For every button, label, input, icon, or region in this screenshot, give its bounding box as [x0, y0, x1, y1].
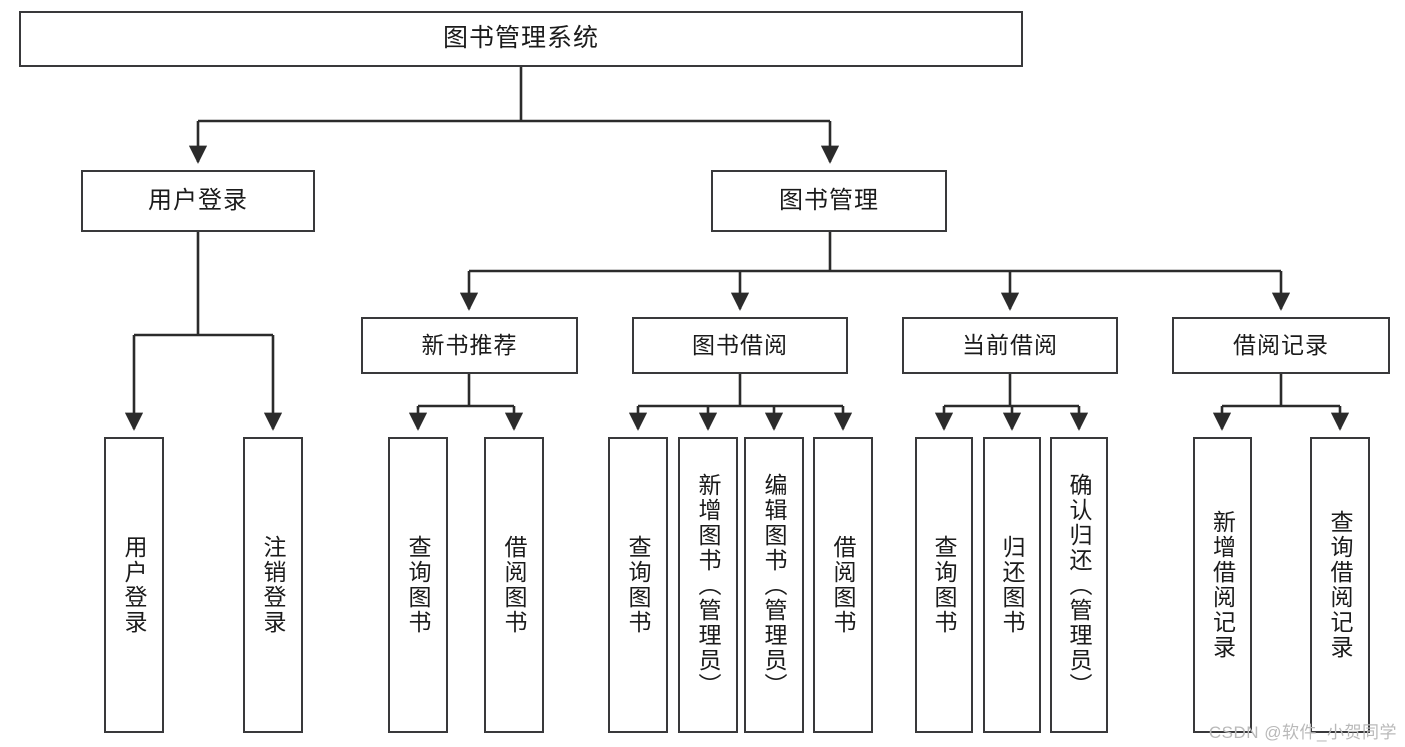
node-borrow-record-label: 借阅记录: [1233, 331, 1329, 358]
node-book-borrow[interactable]: 图书借阅: [632, 317, 848, 374]
node-leaf-confirm-return-label: 确认归还（管理员）: [1066, 472, 1093, 698]
node-leaf-borrow-book-1[interactable]: 借阅图书: [484, 437, 544, 733]
node-leaf-query-book-3[interactable]: 查询图书: [915, 437, 973, 733]
node-book-manage[interactable]: 图书管理: [711, 170, 947, 232]
node-leaf-edit-book-label: 编辑图书（管理员）: [761, 472, 788, 698]
node-root-label: 图书管理系统: [442, 24, 599, 53]
node-leaf-borrow-book-2-label: 借阅图书: [830, 535, 857, 635]
watermark-text: CSDN @软件_小贺同学: [1208, 723, 1397, 742]
node-new-book-rec[interactable]: 新书推荐: [361, 317, 578, 374]
node-leaf-query-book-1[interactable]: 查询图书: [388, 437, 448, 733]
node-user-login[interactable]: 用户登录: [81, 170, 315, 232]
node-user-login-label: 用户登录: [148, 186, 248, 214]
node-leaf-return-book[interactable]: 归还图书: [983, 437, 1041, 733]
node-leaf-confirm-return[interactable]: 确认归还（管理员）: [1050, 437, 1108, 733]
node-root-system[interactable]: 图书管理系统: [19, 11, 1023, 67]
node-leaf-query-book-1-label: 查询图书: [405, 535, 432, 635]
node-current-borrow[interactable]: 当前借阅: [902, 317, 1118, 374]
node-new-book-rec-label: 新书推荐: [421, 331, 518, 358]
node-leaf-borrow-book-1-label: 借阅图书: [501, 535, 528, 635]
node-book-manage-label: 图书管理: [779, 186, 879, 214]
node-leaf-query-book-2[interactable]: 查询图书: [608, 437, 668, 733]
node-leaf-logout[interactable]: 注销登录: [243, 437, 303, 733]
node-borrow-record[interactable]: 借阅记录: [1172, 317, 1390, 374]
node-leaf-add-record-label: 新增借阅记录: [1209, 510, 1236, 660]
node-leaf-user-login[interactable]: 用户登录: [104, 437, 164, 733]
node-leaf-query-book-2-label: 查询图书: [625, 535, 652, 635]
node-leaf-query-record[interactable]: 查询借阅记录: [1310, 437, 1370, 733]
node-leaf-logout-label: 注销登录: [260, 535, 287, 635]
node-leaf-query-record-label: 查询借阅记录: [1327, 510, 1354, 660]
node-leaf-return-book-label: 归还图书: [999, 535, 1026, 635]
node-leaf-borrow-book-2[interactable]: 借阅图书: [813, 437, 873, 733]
node-book-borrow-label: 图书借阅: [692, 331, 788, 358]
node-leaf-add-book-label: 新增图书（管理员）: [695, 472, 722, 698]
node-leaf-add-book[interactable]: 新增图书（管理员）: [678, 437, 738, 733]
node-leaf-query-book-3-label: 查询图书: [931, 535, 958, 635]
node-current-borrow-label: 当前借阅: [962, 331, 1058, 358]
node-leaf-user-login-label: 用户登录: [121, 535, 148, 635]
node-leaf-edit-book[interactable]: 编辑图书（管理员）: [744, 437, 804, 733]
node-leaf-add-record[interactable]: 新增借阅记录: [1193, 437, 1252, 733]
